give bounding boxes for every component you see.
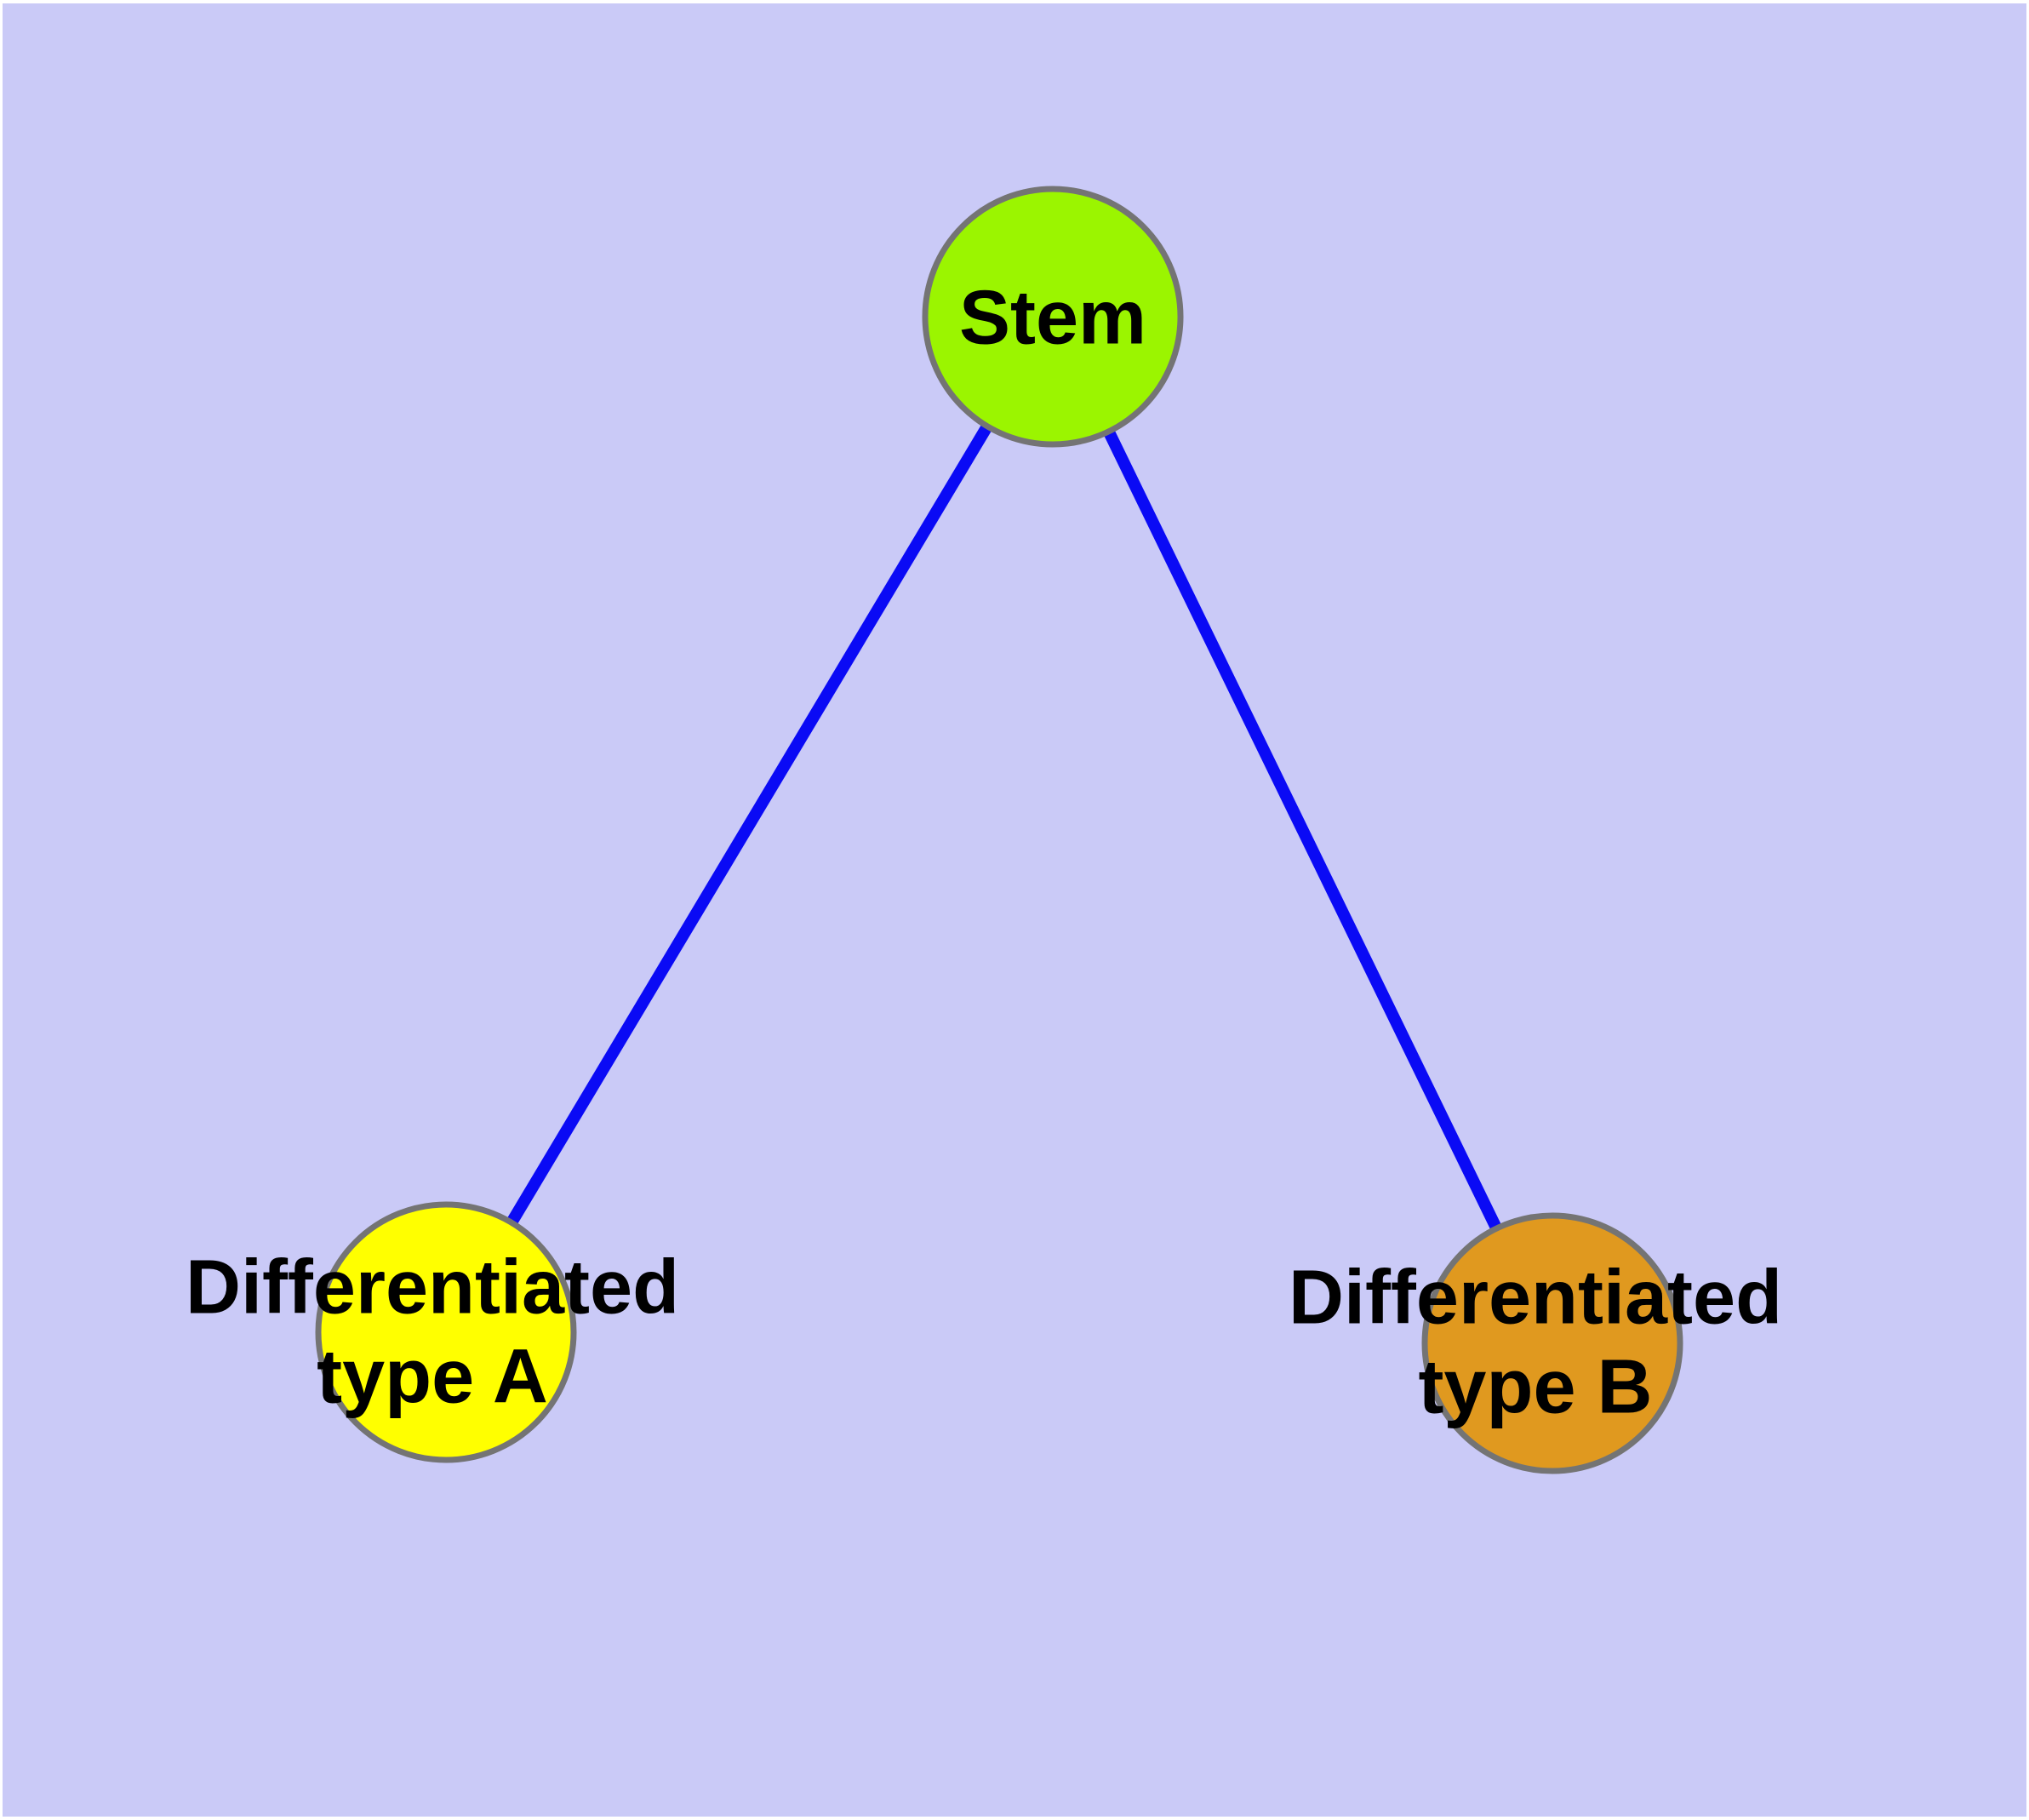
- node-type-b-label: Differentiated type B: [1289, 1254, 1782, 1434]
- node-stem-label: Stem: [959, 273, 1146, 363]
- label-line: Stem: [958, 275, 1147, 361]
- node-stem-circle: [922, 186, 1184, 448]
- label-line: type A: [317, 1335, 548, 1420]
- label-line: Differentiated: [1288, 1255, 1783, 1341]
- node-type-a-circle: [315, 1201, 577, 1463]
- node-type-b-circle: [1421, 1212, 1683, 1474]
- edge-stem-to-type-a: [440, 313, 1059, 1336]
- label-line: Differentiated: [185, 1245, 680, 1331]
- edge-stem-to-type-b: [1047, 313, 1558, 1347]
- label-line: type B: [1418, 1345, 1653, 1430]
- node-type-a-label: Differentiated type A: [186, 1244, 679, 1423]
